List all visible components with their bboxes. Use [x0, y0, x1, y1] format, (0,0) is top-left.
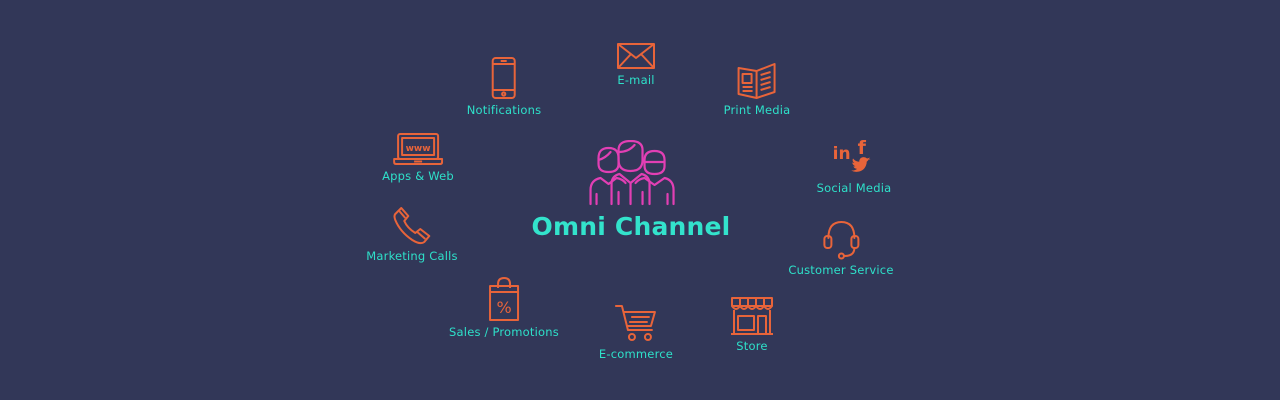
channel-email: E-mail	[616, 42, 656, 87]
twitter-icon	[851, 157, 871, 172]
channel-label: Store	[736, 339, 768, 353]
channel-label: Social Media	[816, 181, 892, 195]
channel-label: E-mail	[617, 73, 655, 87]
channel-label: Print Media	[723, 103, 791, 117]
channel-notifications: Notifications	[467, 56, 542, 117]
storefront-icon	[731, 297, 773, 335]
smartphone-icon	[491, 57, 516, 99]
newspaper-icon	[737, 63, 776, 99]
channel-marketing-calls: Marketing Calls	[366, 206, 458, 263]
channel-apps-web: www Apps & Web	[382, 132, 454, 183]
people-group-icon	[589, 140, 676, 206]
percent-sign: %	[496, 298, 511, 317]
shopping-bag-icon: %	[489, 277, 519, 321]
center-title: Omni Channel	[531, 212, 731, 241]
channel-label: E-commerce	[598, 347, 674, 361]
facebook-icon: f	[858, 137, 867, 159]
center-node: Omni Channel	[532, 140, 731, 241]
shopping-cart-icon	[614, 305, 656, 341]
linkedin-icon: in	[833, 144, 851, 164]
channel-customer-service: Customer Service	[788, 218, 893, 277]
phone-handset-icon	[393, 207, 430, 245]
envelope-icon	[617, 43, 655, 69]
channel-label: Apps & Web	[382, 169, 454, 183]
channel-label: Notifications	[466, 103, 542, 117]
headset-icon	[823, 221, 859, 260]
channel-e-commerce: E-commerce	[599, 302, 673, 361]
channel-label: Marketing Calls	[366, 249, 458, 263]
channel-label: Sales / Promotions	[449, 325, 559, 339]
channel-print-media: Print Media	[724, 62, 791, 117]
social-logos-icon: in f	[833, 137, 871, 172]
laptop-icon: www	[393, 133, 443, 165]
channel-social-media: in f Social Media	[817, 136, 892, 195]
channel-sales-promotions: % Sales / Promotions	[449, 276, 559, 339]
channel-label: Customer Service	[788, 263, 894, 277]
channel-store: Store	[730, 296, 774, 353]
laptop-www-text: www	[406, 144, 431, 154]
